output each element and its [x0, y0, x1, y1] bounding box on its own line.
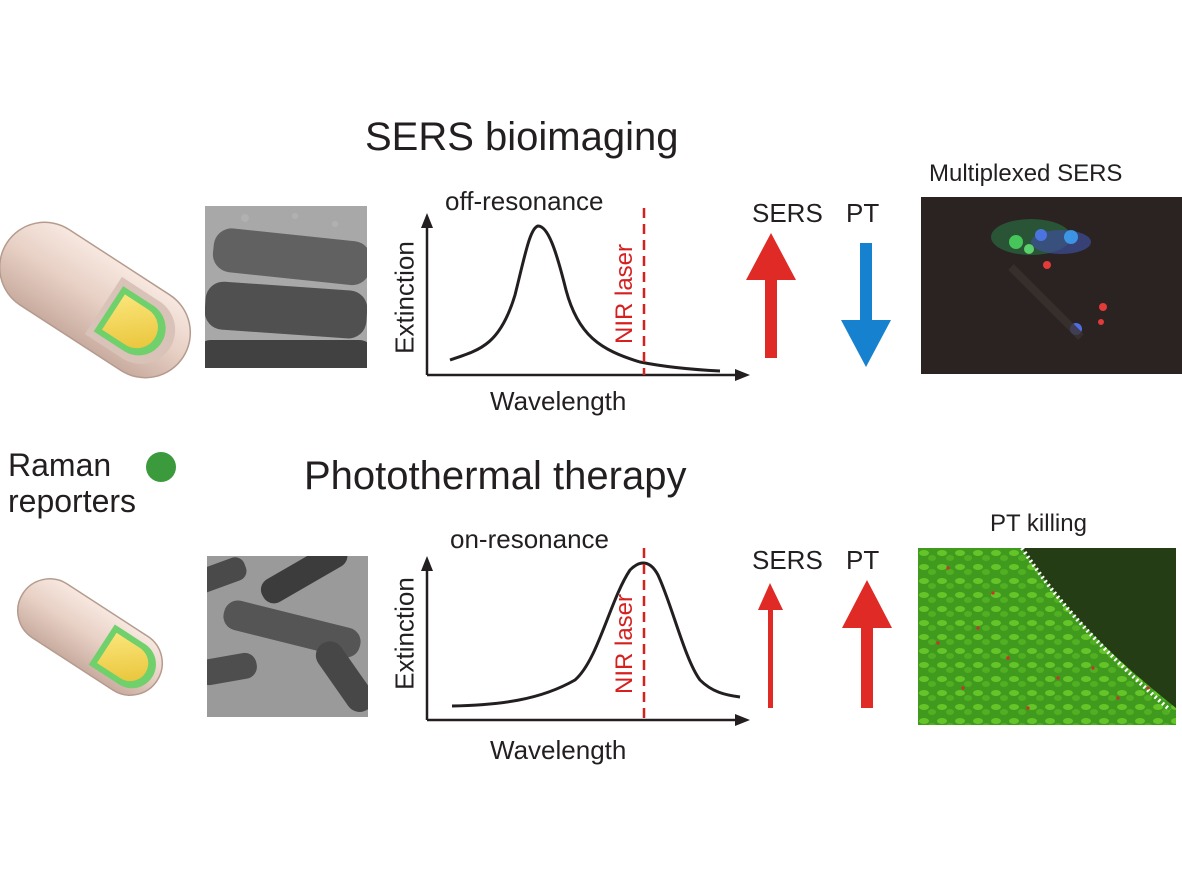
pt-killing-image: [918, 548, 1176, 725]
tem-image-bottom: [207, 556, 368, 717]
multiplexed-sers-title: Multiplexed SERS: [929, 160, 1123, 187]
multiplexed-sers-image: [921, 197, 1182, 374]
sers-bioimaging-title: SERS bioimaging: [365, 115, 679, 159]
pt-arrow-label-top: PT: [846, 198, 880, 228]
off-resonance-label: off-resonance: [445, 186, 604, 216]
on-resonance-label: on-resonance: [450, 524, 609, 554]
sers-arrow-label-bottom: SERS: [752, 545, 823, 575]
sers-arrow-label-top: SERS: [752, 198, 823, 228]
legend-line-2: reporters: [8, 483, 137, 519]
pt-killing-title: PT killing: [990, 510, 1087, 537]
x-axis-label-bottom: Wavelength: [490, 735, 627, 765]
tem-image-top: [205, 206, 367, 368]
pt-arrow-label-bottom: PT: [846, 545, 880, 575]
x-axis-label-top: Wavelength: [490, 386, 627, 416]
photothermal-therapy-title: Photothermal therapy: [304, 454, 687, 498]
legend-line-1: Raman: [8, 447, 112, 483]
